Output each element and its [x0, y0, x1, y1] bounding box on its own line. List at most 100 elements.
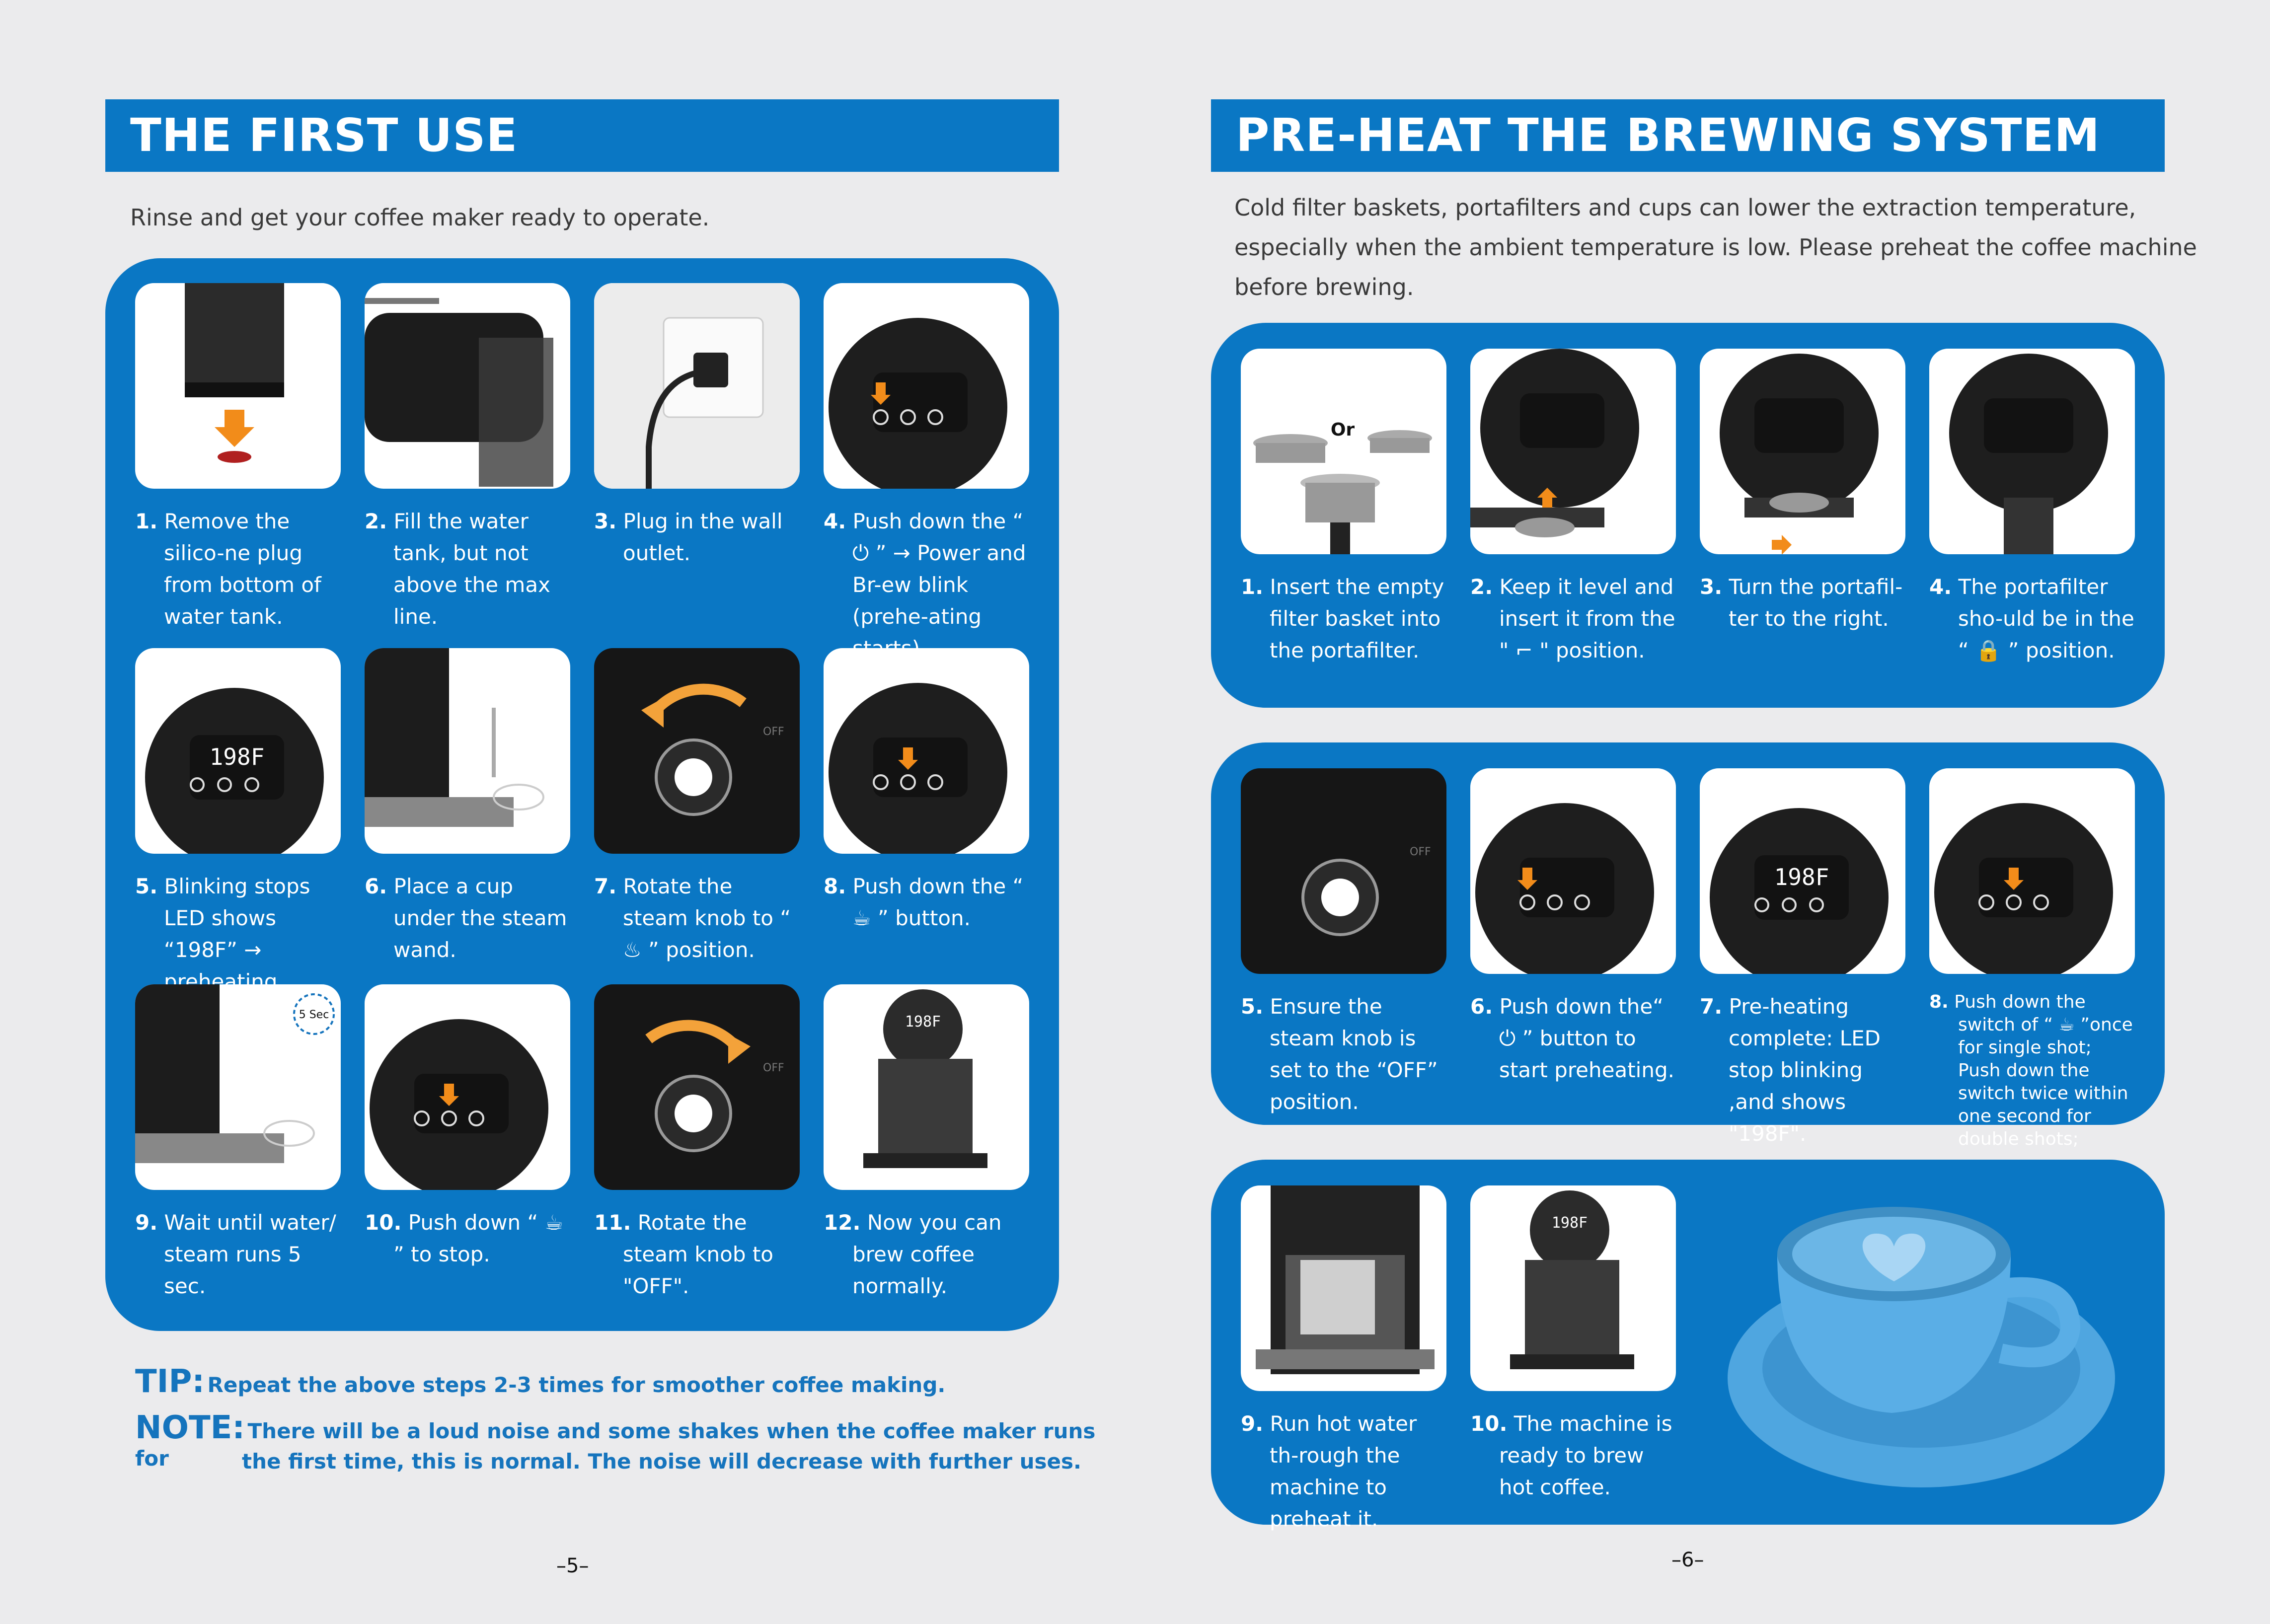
steam-knob-rotate-photo: OFF: [594, 648, 800, 854]
step-text: Push down the “ ⏻ ” → Power and Br-ew bl…: [852, 509, 1026, 661]
or-label: Or: [1331, 420, 1355, 440]
brew-button-photo: [824, 648, 1029, 854]
machine-ready-photo: 198F: [824, 984, 1029, 1190]
step-text: Ensure the steam knob is set to the “OFF…: [1270, 994, 1438, 1114]
step-10: 198F 10. The machine is ready to brew ho…: [1470, 1185, 1676, 1503]
step-number: 10.: [1470, 1411, 1508, 1436]
power-on-photo: [1470, 768, 1676, 974]
turn-portafilter-photo: [1700, 349, 1905, 554]
display-readout: 198F: [1552, 1214, 1588, 1232]
step-number: 6.: [365, 874, 387, 898]
insert-portafilter-photo: [1470, 349, 1676, 554]
preheat-complete-photo: 198F: [1700, 768, 1905, 974]
page-number: –6–: [1671, 1549, 1704, 1571]
step-2: 2. Fill the water tank, but not above th…: [365, 283, 570, 633]
fill-tank-photo: [365, 283, 570, 489]
step-7: OFF 7. Rotate the steam knob to “ ♨ ” po…: [594, 648, 800, 966]
tip-text: Repeat the above steps 2-3 times for smo…: [207, 1373, 946, 1397]
step-number: 9.: [135, 1210, 158, 1235]
step-text: Now you can brew coffee normally.: [852, 1210, 1002, 1298]
step-text: Wait until water/ steam runs 5 sec.: [164, 1210, 336, 1298]
step-text: Place a cup under the steam wand.: [393, 874, 567, 962]
step-number: 3.: [1700, 575, 1723, 599]
cup-under-wand-photo: [365, 648, 570, 854]
tip-label: TIP:: [135, 1363, 205, 1400]
steam-knob-off-photo: OFF: [594, 984, 800, 1190]
display-readout: 198F: [1774, 864, 1829, 890]
step-1: 1. Remove the silico-ne plug from bottom…: [135, 283, 341, 633]
step-number: 12.: [824, 1210, 861, 1235]
step-number: 4.: [1929, 575, 1952, 599]
note-label: NOTE:: [135, 1409, 245, 1446]
step-10: 10. Push down “ ☕ ” to stop.: [365, 984, 570, 1270]
knob-off-label: OFF: [763, 1062, 784, 1074]
intro-text: Rinse and get your coffee maker ready to…: [130, 204, 710, 231]
locked-portafilter-photo: [1929, 349, 2135, 554]
knob-off-label: OFF: [1410, 846, 1431, 858]
brew-switch-photo: [1929, 768, 2135, 974]
water-tank-plug-photo: [135, 283, 341, 489]
step-text: Plug in the wall outlet.: [623, 509, 783, 565]
step-11: OFF 11. Rotate the steam knob to "OFF".: [594, 984, 800, 1302]
step-number: 9.: [1241, 1411, 1264, 1436]
hot-water-run-photo: [1241, 1185, 1446, 1391]
step-2: 2. Keep it level and insert it from the …: [1470, 349, 1676, 666]
step-6: 6. Place a cup under the steam wand.: [365, 648, 570, 966]
display-198f-photo: 198F: [135, 648, 341, 854]
step-text: The machine is ready to brew hot coffee.: [1499, 1411, 1672, 1499]
machine-ready-photo: 198F: [1470, 1185, 1676, 1391]
step-number: 11.: [594, 1210, 631, 1235]
step-number: 6.: [1470, 994, 1493, 1019]
display-readout: 198F: [905, 1013, 941, 1031]
step-8: 8. Push down the “ ☕ ” button.: [824, 648, 1029, 934]
filter-basket-photo: Or: [1241, 349, 1446, 554]
step-text: Remove the silico-ne plug from bottom of…: [164, 509, 321, 629]
step-number: 8.: [824, 874, 846, 898]
intro-text-1: Cold filter baskets, portafilters and cu…: [1234, 194, 2136, 221]
step-6: 6. Push down the“ ⏻ ” button to start pr…: [1470, 768, 1676, 1086]
step-5: 198F 5. Blinking stops LED shows “198F” …: [135, 648, 341, 1030]
step-12: 198F 12. Now you can brew coffee normall…: [824, 984, 1029, 1302]
step-1: Or 1. Insert the empty filter basket int…: [1241, 349, 1446, 666]
preheat-panel-3: 9. Run hot water th-rough the machine to…: [1211, 1160, 2165, 1531]
page-title: THE FIRST USE: [105, 99, 1059, 172]
power-button-photo: [824, 283, 1029, 489]
step-text: Push down “ ☕ ” to stop.: [393, 1210, 564, 1266]
step-number: 1.: [135, 509, 158, 533]
step-9: 5 Sec 9. Wait until water/ steam runs 5 …: [135, 984, 341, 1302]
step-number: 2.: [365, 509, 387, 533]
knob-off-label: OFF: [763, 726, 784, 738]
page-number: –5–: [556, 1554, 589, 1577]
intro-text-3: before brewing.: [1234, 274, 1414, 300]
preheat-panel-2: OFF 5. Ensure the steam knob is set to t…: [1211, 742, 2165, 1149]
step-text: Turn the portafil-ter to the right.: [1729, 575, 1903, 631]
first-use-steps-panel: 1. Remove the silico-ne plug from bottom…: [105, 258, 1059, 1331]
wall-outlet-photo: [594, 283, 800, 489]
tip-line: TIP: Repeat the above steps 2-3 times fo…: [135, 1363, 945, 1400]
latte-cup-illustration: [1728, 1207, 2115, 1487]
step-5: OFF 5. Ensure the steam knob is set to t…: [1241, 768, 1446, 1118]
step-text: Run hot water th-rough the machine to pr…: [1270, 1411, 1417, 1531]
step-number: 1.: [1241, 575, 1264, 599]
steam-run-photo: 5 Sec: [135, 984, 341, 1190]
step-number: 2.: [1470, 575, 1493, 599]
page-6: PRE-HEAT THE BREWING SYSTEM Cold filter …: [1135, 0, 2270, 1624]
timer-badge: 5 Sec: [299, 1009, 329, 1021]
step-text: Keep it level and insert it from the " ⌐…: [1499, 575, 1675, 663]
display-readout: 198F: [210, 743, 265, 770]
step-9: 9. Run hot water th-rough the machine to…: [1241, 1185, 1446, 1535]
intro-text-2: especially when the ambient temperature …: [1234, 234, 2197, 261]
step-7: 198F 7. Pre-heating complete: LED stop b…: [1700, 768, 1905, 1150]
step-3: 3. Plug in the wall outlet.: [594, 283, 800, 569]
note-text-2: the first time, this is normal. The nois…: [242, 1449, 1081, 1474]
note-text-1: There will be a loud noise and some shak…: [135, 1419, 1096, 1471]
knob-off-position-photo: OFF: [1241, 768, 1446, 974]
step-4: 4. The portafilter sho-uld be in the “ 🔒…: [1929, 349, 2135, 666]
step-text: Rotate the steam knob to “ ♨ ” position.: [623, 874, 791, 962]
step-text: Pre-heating complete: LED stop blinking …: [1729, 994, 1881, 1146]
step-number: 7.: [1700, 994, 1723, 1019]
step-3: 3. Turn the portafil-ter to the right.: [1700, 349, 1905, 635]
note-line: NOTE: There will be a loud noise and som…: [135, 1409, 1135, 1471]
step-number: 3.: [594, 509, 617, 533]
page-title: PRE-HEAT THE BREWING SYSTEM: [1211, 99, 2165, 172]
